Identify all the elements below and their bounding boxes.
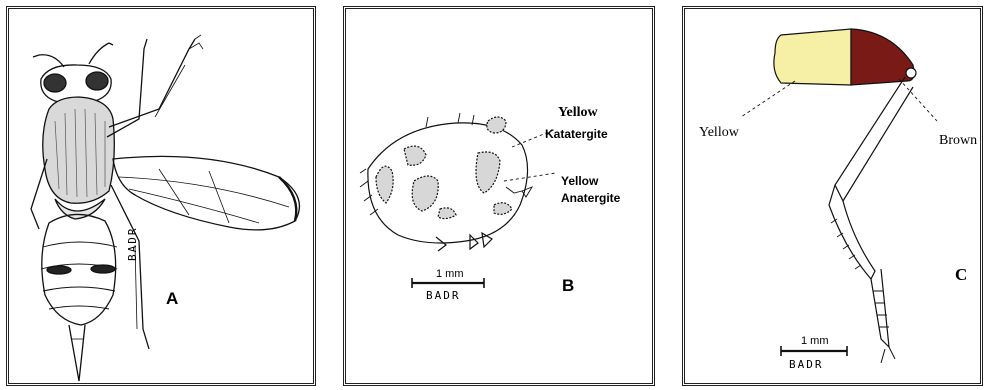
signature: BADR [426, 289, 461, 302]
scale-bar-label: 1 mm [801, 335, 829, 347]
label-yellow-katatergite-color: Yellow [558, 105, 598, 121]
label-yellow-anatergite: Yellow Anatergite [561, 173, 620, 207]
panel-letter-c: C [955, 265, 967, 285]
signature: BADR [789, 358, 824, 371]
panel-letter-b: B [562, 276, 574, 296]
femur-brown-part [851, 29, 914, 85]
label-katatergite: Katatergite [545, 127, 608, 141]
fly-drawing [9, 9, 313, 383]
signature: BADR [126, 227, 139, 262]
label-brown: Brown [939, 133, 977, 149]
leg-drawing [685, 9, 980, 383]
label-yellow: Yellow [699, 125, 739, 141]
panel-c-leg: Yellow Brown C 1 mm BADR [682, 6, 983, 386]
panel-letter-a: A [166, 289, 178, 309]
panel-b-thorax-lateral: Yellow Katatergite Yellow Anatergite 1 m… [343, 6, 655, 386]
scale-bar-label: 1 mm [436, 268, 464, 280]
panel-a-whole-fly: BADR A [6, 6, 316, 386]
femur-yellow-part [774, 29, 851, 85]
